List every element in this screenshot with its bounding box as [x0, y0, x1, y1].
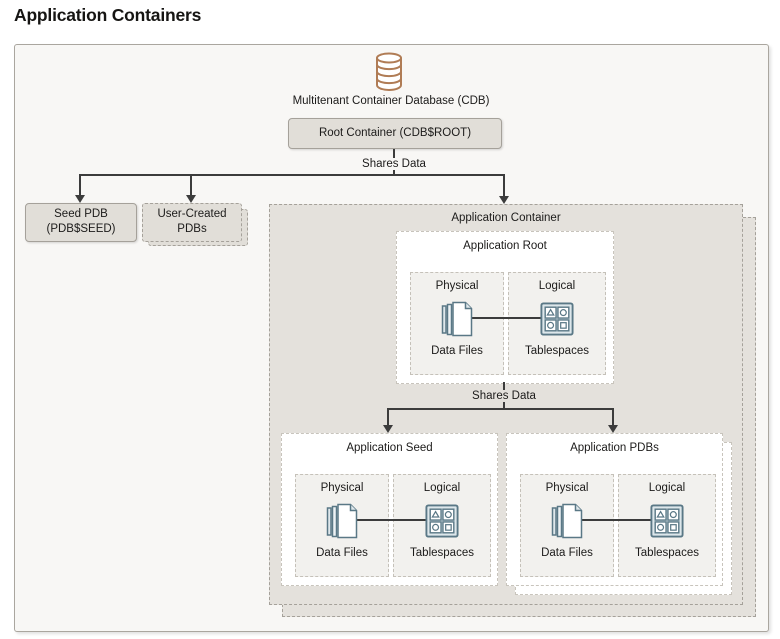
shares-data-label-bottom: Shares Data: [404, 389, 604, 403]
physical-label: Physical: [320, 482, 364, 494]
tablespaces-label: Tablespaces: [635, 547, 699, 559]
tablespaces-icon: [425, 502, 459, 540]
connector-line: [503, 174, 505, 197]
physical-box: Physical Data Files: [520, 474, 614, 577]
database-icon: [374, 51, 404, 92]
cdb-label: Multitenant Container Database (CDB): [292, 95, 490, 107]
root-container-box: Root Container (CDB$ROOT): [288, 118, 502, 149]
tablespaces-icon: [650, 502, 684, 540]
arrow-down-icon: [383, 425, 393, 433]
connector-line: [79, 174, 505, 176]
application-root-box: Application Root Physical Data Files Log…: [396, 231, 614, 384]
page-title: Application Containers: [14, 5, 202, 25]
connector-line: [387, 408, 389, 427]
user-created-pdbs-line1: User-Created: [157, 208, 227, 220]
tablespaces-label: Tablespaces: [525, 345, 589, 357]
logical-label: Logical: [538, 280, 576, 292]
user-created-pdbs-box: User-Created PDBs: [142, 203, 242, 242]
arrow-down-icon: [75, 195, 85, 203]
application-pdbs-box: Application PDBs Physical Data Files Log…: [506, 433, 723, 586]
physical-box: Physical Data Files: [410, 272, 504, 375]
connector-line: [612, 408, 614, 427]
connector-line: [79, 174, 81, 196]
data-files-label: Data Files: [316, 547, 368, 559]
tablespaces-label: Tablespaces: [410, 547, 474, 559]
connector-line: [341, 519, 441, 521]
data-files-label: Data Files: [541, 547, 593, 559]
physical-label: Physical: [435, 280, 479, 292]
data-files-icon: [551, 502, 583, 540]
seed-pdb-box: Seed PDB (PDB$SEED): [25, 203, 137, 242]
connector-line: [456, 317, 556, 319]
application-container-label: Application Container: [451, 212, 561, 224]
shares-data-label-top: Shares Data: [294, 157, 494, 171]
data-files-icon: [326, 502, 358, 540]
arrow-down-icon: [186, 195, 196, 203]
connector-line: [566, 519, 666, 521]
user-created-pdbs-line2: PDBs: [177, 223, 207, 235]
arrow-down-icon: [608, 425, 618, 433]
seed-pdb-line2: (PDB$SEED): [46, 223, 116, 235]
arrow-down-icon: [499, 196, 509, 204]
logical-box: Logical Tablespaces: [618, 474, 716, 577]
logical-label: Logical: [423, 482, 461, 494]
application-pdbs-title: Application PDBs: [570, 442, 659, 454]
logical-box: Logical Tablespaces: [508, 272, 606, 375]
logical-box: Logical Tablespaces: [393, 474, 491, 577]
connector-line: [190, 174, 192, 196]
data-files-label: Data Files: [431, 345, 483, 357]
seed-pdb-line1: Seed PDB: [54, 208, 108, 220]
physical-box: Physical Data Files: [295, 474, 389, 577]
application-seed-box: Application Seed Physical Data Files Log…: [281, 433, 498, 586]
data-files-icon: [441, 300, 473, 338]
diagram-frame: Multitenant Container Database (CDB) Roo…: [14, 44, 769, 632]
connector-line: [387, 408, 614, 410]
application-root-title: Application Root: [463, 240, 547, 252]
tablespaces-icon: [540, 300, 574, 338]
physical-label: Physical: [545, 482, 589, 494]
logical-label: Logical: [648, 482, 686, 494]
application-seed-title: Application Seed: [346, 442, 433, 454]
